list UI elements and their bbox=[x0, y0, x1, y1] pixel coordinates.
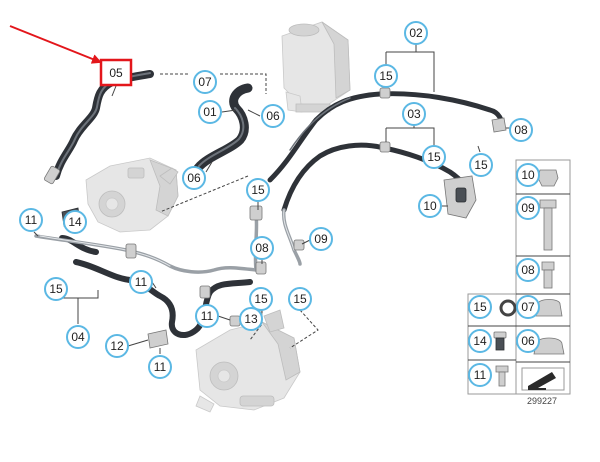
svg-text:15: 15 bbox=[49, 282, 63, 296]
svg-text:15: 15 bbox=[474, 158, 488, 172]
callout-07-top[interactable]: 07 bbox=[193, 70, 217, 94]
svg-text:04: 04 bbox=[71, 330, 85, 344]
svg-text:14: 14 bbox=[473, 334, 487, 348]
svg-text:11: 11 bbox=[25, 213, 38, 227]
callout-15-lower-a[interactable]: 15 bbox=[249, 287, 273, 311]
svg-text:08: 08 bbox=[521, 263, 535, 277]
callouts: 07 01 06 06 02 15 03 15 08 15 10 15 11 1… bbox=[19, 21, 540, 387]
callout-panel-15[interactable]: 15 bbox=[468, 295, 492, 319]
callout-01[interactable]: 01 bbox=[198, 100, 222, 124]
fluid-reservoir-ghost bbox=[281, 21, 351, 113]
svg-text:15: 15 bbox=[473, 300, 487, 314]
hose-high-pressure-lower bbox=[59, 235, 253, 339]
callout-14-left[interactable]: 14 bbox=[63, 210, 87, 234]
svg-text:10: 10 bbox=[521, 168, 535, 182]
callout-04[interactable]: 04 bbox=[66, 325, 90, 349]
svg-text:15: 15 bbox=[293, 292, 307, 306]
svg-text:15: 15 bbox=[427, 150, 441, 164]
callout-10-bracket[interactable]: 10 bbox=[418, 194, 442, 218]
hose-06 bbox=[193, 83, 253, 173]
callout-15-right[interactable]: 15 bbox=[469, 153, 493, 177]
callout-panel-10[interactable]: 10 bbox=[516, 163, 540, 187]
callout-panel-11[interactable]: 11 bbox=[468, 363, 492, 387]
svg-text:07: 07 bbox=[521, 300, 535, 314]
svg-text:11: 11 bbox=[135, 275, 148, 289]
svg-text:13: 13 bbox=[244, 312, 258, 326]
callout-11-bottom[interactable]: 11 bbox=[148, 355, 172, 379]
callout-11-left[interactable]: 11 bbox=[19, 208, 43, 232]
steering-gear-ghost bbox=[195, 309, 301, 413]
svg-text:06: 06 bbox=[266, 109, 280, 123]
svg-text:07: 07 bbox=[198, 75, 212, 89]
callout-15-mid[interactable]: 15 bbox=[246, 178, 270, 202]
svg-text:15: 15 bbox=[379, 69, 393, 83]
callout-15-lower-b[interactable]: 15 bbox=[288, 287, 312, 311]
catalog-stamp-icon bbox=[528, 372, 556, 390]
leader-lines bbox=[33, 44, 510, 354]
svg-text:01: 01 bbox=[203, 105, 217, 119]
diagram-id: 299227 bbox=[527, 396, 557, 406]
svg-text:10: 10 bbox=[423, 199, 437, 213]
callout-08-top[interactable]: 08 bbox=[509, 118, 533, 142]
svg-text:12: 12 bbox=[110, 339, 124, 353]
callout-05: 05 bbox=[109, 66, 123, 80]
svg-text:11: 11 bbox=[474, 368, 487, 382]
svg-text:02: 02 bbox=[409, 26, 423, 40]
svg-text:15: 15 bbox=[254, 292, 268, 306]
callout-06-left[interactable]: 06 bbox=[182, 166, 206, 190]
callout-02[interactable]: 02 bbox=[404, 21, 428, 45]
callout-15-left[interactable]: 15 bbox=[44, 277, 68, 301]
main-hardware bbox=[61, 87, 507, 349]
svg-text:08: 08 bbox=[514, 123, 528, 137]
svg-text:15: 15 bbox=[251, 183, 265, 197]
svg-text:08: 08 bbox=[255, 241, 269, 255]
steering-pump-ghost bbox=[85, 157, 179, 233]
callout-panel-09[interactable]: 09 bbox=[516, 196, 540, 220]
callout-11-mid[interactable]: 11 bbox=[129, 270, 153, 294]
callout-15-line03[interactable]: 15 bbox=[422, 145, 446, 169]
callout-13[interactable]: 13 bbox=[239, 307, 263, 331]
red-arrow-icon bbox=[9, 25, 102, 64]
svg-text:03: 03 bbox=[407, 107, 421, 121]
svg-text:06: 06 bbox=[521, 334, 535, 348]
callout-panel-14[interactable]: 14 bbox=[468, 329, 492, 353]
svg-text:14: 14 bbox=[68, 215, 82, 229]
svg-text:09: 09 bbox=[521, 201, 535, 215]
svg-text:11: 11 bbox=[201, 309, 214, 323]
callout-08-mid[interactable]: 08 bbox=[250, 236, 274, 260]
callout-15-line02[interactable]: 15 bbox=[374, 64, 398, 88]
callout-panel-06[interactable]: 06 bbox=[516, 329, 540, 353]
svg-text:06: 06 bbox=[187, 171, 201, 185]
svg-text:09: 09 bbox=[314, 232, 328, 246]
svg-text:11: 11 bbox=[154, 360, 167, 374]
callout-panel-08[interactable]: 08 bbox=[516, 258, 540, 282]
callout-11-lower[interactable]: 11 bbox=[195, 304, 219, 328]
callout-12[interactable]: 12 bbox=[105, 334, 129, 358]
callout-09-mid[interactable]: 09 bbox=[309, 227, 333, 251]
callout-06-top[interactable]: 06 bbox=[261, 104, 285, 128]
callout-panel-07[interactable]: 07 bbox=[516, 295, 540, 319]
highlight-box-05 bbox=[99, 58, 133, 87]
callout-03[interactable]: 03 bbox=[402, 102, 426, 126]
